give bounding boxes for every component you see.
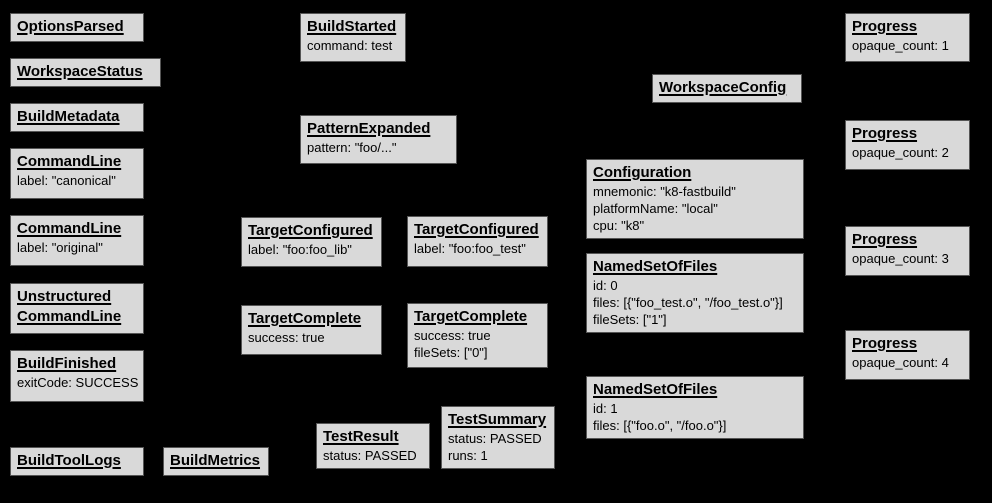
node-unstructured-command-line: Unstructured CommandLine <box>10 283 144 334</box>
node-title: BuildFinished <box>17 355 117 372</box>
node-attr: fileSets: ["0"] <box>414 345 488 360</box>
node-title: Progress <box>852 335 918 352</box>
node-command-line-original: CommandLine label: "original" <box>10 215 144 266</box>
node-command-line-canonical: CommandLine label: "canonical" <box>10 148 144 199</box>
node-named-set-of-files-1: NamedSetOfFiles id: 1 files: [{"foo.o", … <box>586 376 804 439</box>
node-build-metrics: BuildMetrics <box>163 447 269 476</box>
node-title: BuildMetrics <box>170 452 261 469</box>
node-title: CommandLine <box>17 220 122 237</box>
node-configuration: Configuration mnemonic: "k8-fastbuild" p… <box>586 159 804 239</box>
node-title: PatternExpanded <box>307 120 431 137</box>
node-test-result: TestResult status: PASSED <box>316 423 430 469</box>
node-title: Progress <box>852 231 918 248</box>
node-title: WorkspaceStatus <box>17 63 143 80</box>
node-test-summary: TestSummary status: PASSED runs: 1 <box>441 406 555 469</box>
node-build-metadata: BuildMetadata <box>10 103 144 132</box>
node-build-finished: BuildFinished exitCode: SUCCESS <box>10 350 144 402</box>
node-title: WorkspaceConfig <box>659 79 787 96</box>
node-title: Progress <box>852 125 918 142</box>
node-attr: opaque_count: 2 <box>852 145 949 160</box>
node-attr: opaque_count: 1 <box>852 38 949 53</box>
node-build-started: BuildStarted command: test <box>300 13 406 62</box>
node-attr: files: [{"foo_test.o", "/foo_test.o"}] <box>593 295 783 310</box>
node-attr: runs: 1 <box>448 448 488 463</box>
node-attr: fileSets: ["1"] <box>593 312 667 327</box>
node-title: Progress <box>852 18 918 35</box>
node-progress-3: Progress opaque_count: 3 <box>845 226 970 276</box>
node-named-set-of-files-0: NamedSetOfFiles id: 0 files: [{"foo_test… <box>586 253 804 333</box>
node-attr: label: "foo:foo_test" <box>414 241 526 256</box>
node-build-tool-logs: BuildToolLogs <box>10 447 144 476</box>
node-progress-4: Progress opaque_count: 4 <box>845 330 970 380</box>
node-workspace-config: WorkspaceConfig <box>652 74 802 103</box>
node-attr: mnemonic: "k8-fastbuild" <box>593 184 736 199</box>
node-attr: opaque_count: 4 <box>852 355 949 370</box>
node-attr: status: PASSED <box>323 448 417 463</box>
node-attr: status: PASSED <box>448 431 542 446</box>
node-title: BuildMetadata <box>17 108 120 125</box>
node-title: TestSummary <box>448 411 547 428</box>
node-attr: platformName: "local" <box>593 201 718 216</box>
node-options-parsed: OptionsParsed <box>10 13 144 42</box>
node-title: TargetComplete <box>248 310 362 327</box>
node-title: TargetConfigured <box>414 221 539 238</box>
node-title: BuildStarted <box>307 18 397 35</box>
node-title: NamedSetOfFiles <box>593 381 718 398</box>
node-title: TargetComplete <box>414 308 528 325</box>
node-attr: label: "canonical" <box>17 173 116 188</box>
node-attr: id: 1 <box>593 401 618 416</box>
node-progress-1: Progress opaque_count: 1 <box>845 13 970 62</box>
node-attr: opaque_count: 3 <box>852 251 949 266</box>
node-workspace-status: WorkspaceStatus <box>10 58 161 87</box>
node-attr: files: [{"foo.o", "/foo.o"}] <box>593 418 727 433</box>
node-title: BuildToolLogs <box>17 452 121 469</box>
node-attr: command: test <box>307 38 393 53</box>
node-title: NamedSetOfFiles <box>593 258 718 275</box>
node-attr: exitCode: SUCCESS <box>17 375 139 390</box>
node-title: TargetConfigured <box>248 222 373 239</box>
node-target-configured-foo-test: TargetConfigured label: "foo:foo_test" <box>407 216 548 267</box>
node-target-configured-foo-lib: TargetConfigured label: "foo:foo_lib" <box>241 217 382 267</box>
node-attr: id: 0 <box>593 278 618 293</box>
node-title: TestResult <box>323 428 399 445</box>
node-attr: label: "foo:foo_lib" <box>248 242 352 257</box>
node-attr: pattern: "foo/..." <box>307 140 397 155</box>
node-progress-2: Progress opaque_count: 2 <box>845 120 970 170</box>
node-attr: success: true <box>414 328 491 343</box>
node-title: CommandLine <box>17 153 122 170</box>
node-title: Configuration <box>593 164 692 181</box>
node-title: Unstructured CommandLine <box>17 288 122 325</box>
node-title: OptionsParsed <box>17 18 124 35</box>
node-target-complete-foo-lib: TargetComplete success: true <box>241 305 382 355</box>
node-pattern-expanded: PatternExpanded pattern: "foo/..." <box>300 115 457 164</box>
node-target-complete-foo-test: TargetComplete success: true fileSets: [… <box>407 303 548 368</box>
node-attr: label: "original" <box>17 240 103 255</box>
node-attr: success: true <box>248 330 325 345</box>
node-attr: cpu: "k8" <box>593 218 645 233</box>
